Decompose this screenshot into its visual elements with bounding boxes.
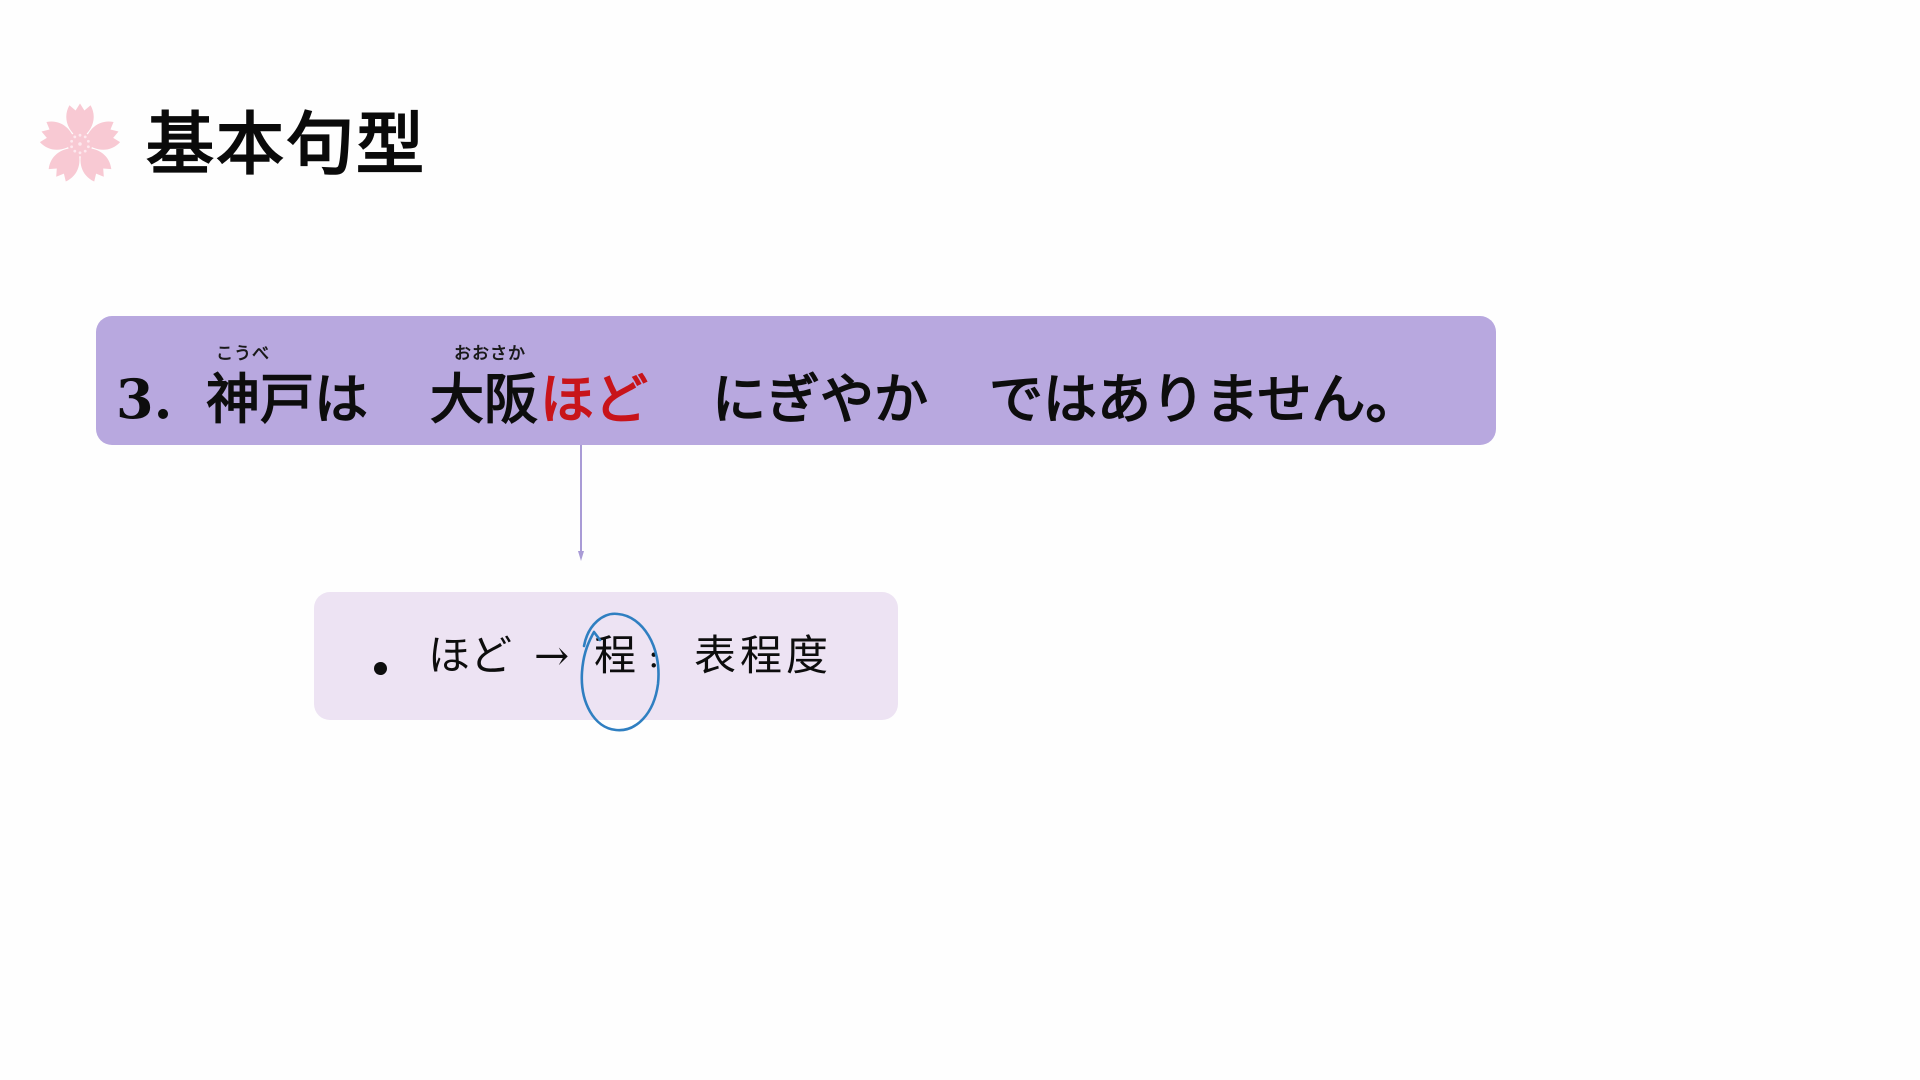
- highlighted-hodo: ほど: [540, 367, 648, 431]
- kanji-osaka: 大阪: [430, 367, 538, 431]
- note-term: ほど: [428, 631, 513, 680]
- note-colon: :: [648, 636, 660, 676]
- furigana-osaka: おおさか: [454, 344, 526, 364]
- note-meaning: 表程度: [694, 631, 833, 680]
- note-arrow: →: [534, 631, 570, 680]
- note-kanji: 程: [594, 631, 637, 680]
- sentence-box: 3. こうべ 神戸 は おおさか 大阪 ほど にぎやか ではありません。: [96, 316, 1496, 445]
- bullet-icon: [374, 662, 387, 675]
- furigana-kobe: こうべ: [216, 344, 270, 364]
- connector-arrow-icon: [578, 445, 584, 561]
- kanji-kobe: 神戸: [206, 367, 314, 431]
- note-box: ほど → 程 : 表程度: [314, 592, 898, 720]
- sakura-icon: [37, 103, 123, 185]
- page-title: 基本句型: [146, 106, 427, 185]
